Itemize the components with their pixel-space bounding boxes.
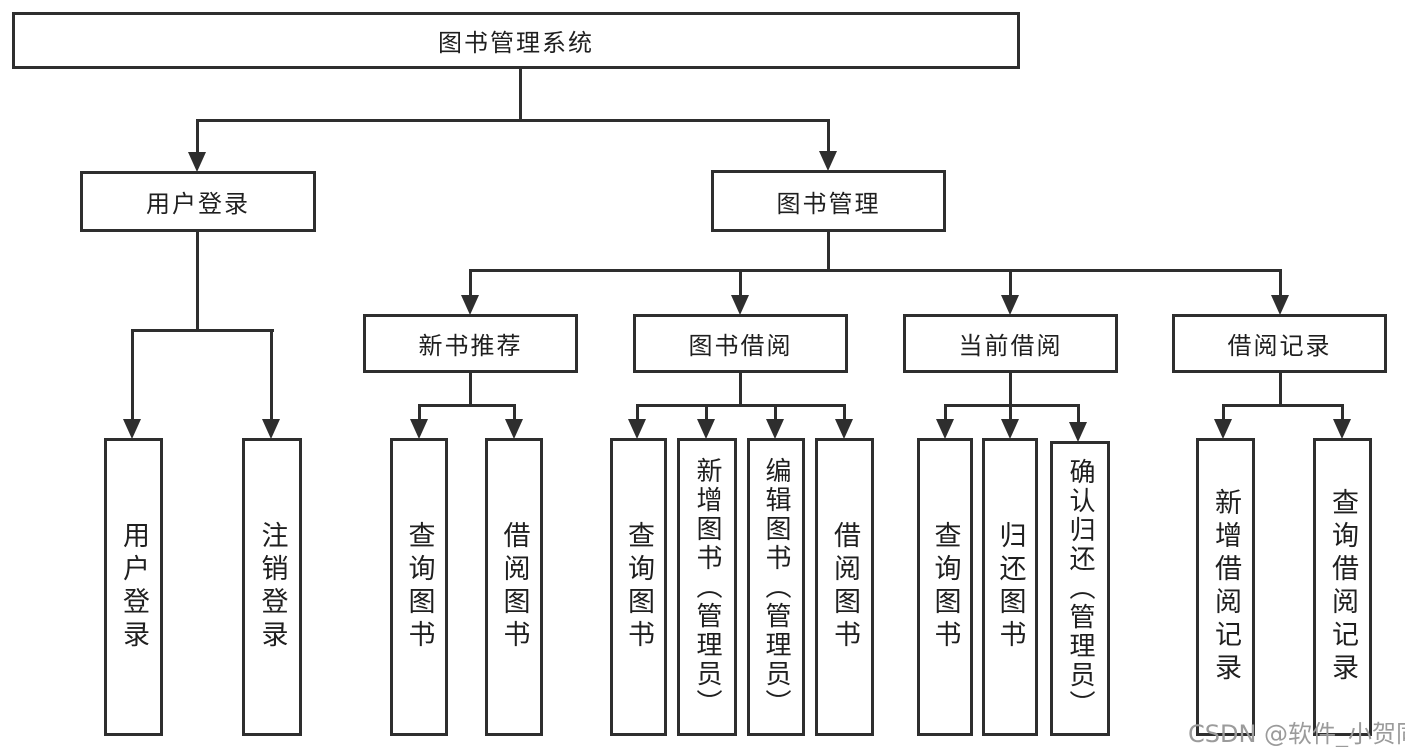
node-book-borrow: 图书借阅 — [633, 314, 848, 373]
leaf-label: 新增图书（管理员） — [692, 456, 722, 718]
connector-login-stem — [196, 119, 199, 155]
connector-root-stem — [519, 67, 522, 122]
node-borrow-records: 借阅记录 — [1172, 314, 1387, 373]
arrow-to-logout-leaf — [262, 419, 280, 439]
arrow-leaf — [505, 419, 523, 439]
leaf-edit-books-admin: 编辑图书（管理员） — [747, 438, 805, 736]
connector-bookmgmt-stem — [827, 119, 830, 155]
connector-newbook-rail — [418, 404, 516, 407]
node-current-borrow: 当前借阅 — [903, 314, 1118, 373]
csdn-watermark: CSDN @软件_小贺同学 — [1188, 720, 1405, 747]
arrow-to-borrow-records — [1271, 295, 1289, 315]
arrow-to-book-management — [819, 151, 837, 171]
connector-level2-rail — [469, 269, 1281, 272]
connector-stem — [418, 404, 421, 422]
connector-bookmgmt-down — [827, 231, 830, 272]
connector-stem — [636, 404, 639, 422]
connector-stem — [944, 404, 947, 422]
arrow-leaf — [410, 419, 428, 439]
connector-stem — [1222, 404, 1225, 422]
leaf-query-borrow-record: 查询借阅记录 — [1313, 438, 1372, 736]
connector-newbook-down — [469, 372, 472, 407]
arrow-leaf — [1333, 419, 1351, 439]
leaf-confirm-return-admin: 确认归还（管理员） — [1050, 441, 1110, 736]
node-book-management: 图书管理 — [711, 170, 946, 232]
connector-borrow-rail — [636, 404, 846, 407]
leaf-borrow-borrow-books: 借阅图书 — [815, 438, 874, 736]
node-label: 借阅记录 — [1227, 332, 1332, 360]
node-label: 新书推荐 — [418, 332, 523, 360]
arrow-to-login-leaf — [123, 419, 141, 439]
node-label: 当前借阅 — [958, 332, 1063, 360]
arrow-leaf — [1001, 419, 1019, 439]
connector-stem — [1077, 404, 1080, 424]
node-user-login: 用户登录 — [80, 171, 316, 232]
connector-current-rail — [944, 404, 1080, 407]
connector-stem — [1009, 404, 1012, 422]
leaf-borrow-query-books: 查询图书 — [610, 438, 667, 736]
leaf-label: 归还图书 — [994, 521, 1026, 653]
connector-records-stem — [1279, 269, 1282, 299]
connector-borrow-stem — [739, 269, 742, 299]
leaf-current-query-books: 查询图书 — [917, 438, 973, 736]
leaf-newbook-query-books: 查询图书 — [390, 438, 448, 736]
leaf-label: 查询借阅记录 — [1327, 488, 1358, 686]
connector-login-leaf2-stem — [270, 329, 273, 421]
leaf-label: 注销登录 — [256, 521, 288, 653]
connector-stem — [513, 404, 516, 422]
arrow-leaf — [628, 419, 646, 439]
node-label: 图书管理系统 — [438, 29, 594, 57]
leaf-label: 用户登录 — [118, 521, 149, 653]
connector-current-down — [1009, 372, 1012, 407]
arrow-leaf — [697, 419, 715, 439]
node-root-library-system: 图书管理系统 — [12, 12, 1020, 69]
node-new-book-recommend: 新书推荐 — [363, 314, 578, 373]
leaf-add-books-admin: 新增图书（管理员） — [677, 438, 737, 736]
leaf-newbook-borrow-books: 借阅图书 — [485, 438, 543, 736]
node-label: 图书借阅 — [688, 332, 793, 360]
connector-stem — [774, 404, 777, 422]
arrow-leaf — [766, 419, 784, 439]
connector-current-stem — [1009, 269, 1012, 299]
arrow-to-user-login — [188, 152, 206, 172]
connector-login-down — [196, 231, 199, 332]
leaf-label: 编辑图书（管理员） — [761, 456, 791, 718]
arrow-leaf — [835, 419, 853, 439]
arrow-leaf — [936, 419, 954, 439]
arrow-leaf — [1214, 419, 1232, 439]
connector-stem — [843, 404, 846, 422]
leaf-label: 查询图书 — [623, 521, 654, 653]
leaf-user-login: 用户登录 — [104, 438, 163, 736]
leaf-return-books: 归还图书 — [982, 438, 1038, 736]
connector-login-rail — [132, 329, 274, 332]
connector-records-down — [1279, 372, 1282, 407]
leaf-logout: 注销登录 — [242, 438, 302, 736]
node-label: 图书管理 — [776, 189, 881, 218]
connector-stem — [705, 404, 708, 422]
arrow-to-new-book — [461, 295, 479, 315]
connector-level1-rail — [196, 119, 830, 122]
connector-login-leaf1-stem — [131, 329, 134, 421]
node-label: 用户登录 — [146, 190, 250, 218]
arrow-leaf — [1069, 422, 1087, 442]
leaf-label: 查询图书 — [403, 521, 435, 653]
connector-stem — [1341, 404, 1344, 422]
connector-borrow-down — [739, 372, 742, 407]
leaf-label: 确认归还（管理员） — [1065, 458, 1095, 719]
arrow-to-book-borrow — [731, 295, 749, 315]
leaf-label: 借阅图书 — [829, 521, 860, 653]
arrow-to-current-borrow — [1001, 295, 1019, 315]
leaf-label: 查询图书 — [929, 521, 961, 653]
connector-records-rail — [1222, 404, 1344, 407]
connector-newbook-stem — [469, 269, 472, 299]
leaf-label: 借阅图书 — [498, 521, 530, 653]
leaf-label: 新增借阅记录 — [1210, 488, 1241, 686]
leaf-add-borrow-record: 新增借阅记录 — [1196, 438, 1255, 736]
